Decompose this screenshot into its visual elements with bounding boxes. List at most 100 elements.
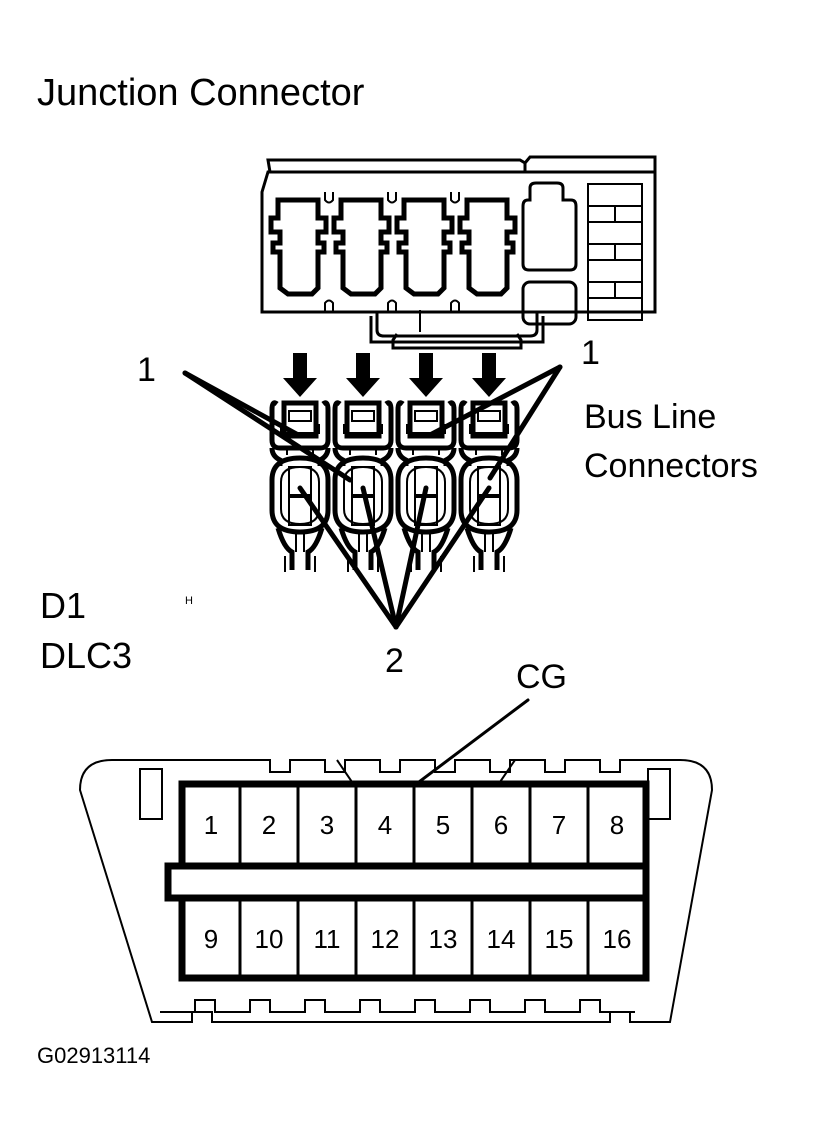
callout-1-right-leaders — [427, 364, 563, 481]
dlc3-pin-9: 9 — [204, 924, 218, 954]
connector-cavity-3 — [394, 197, 455, 297]
dlc3-connector-graphic: 1 2 3 4 5 6 7 8 9 10 11 12 13 14 — [78, 759, 714, 1023]
bus-clip-window-2 — [351, 410, 375, 422]
dlc3-pin-7: 7 — [552, 810, 566, 840]
connector-cavity-group — [268, 197, 518, 297]
dlc3-pin-10: 10 — [255, 924, 284, 954]
connector-latch-upper — [375, 312, 539, 338]
callout-1-left-label: 1 — [137, 351, 156, 389]
leader-1-right-b — [487, 364, 563, 481]
figure-id-label: G02913114 — [37, 1043, 150, 1068]
bus-tail-left-2 — [338, 527, 358, 570]
dlc3-pin-13: 13 — [429, 924, 458, 954]
cg-pin-label: CG — [516, 658, 567, 696]
junction-connector-graphic — [260, 155, 657, 350]
dlc3-bottom-castellations — [160, 999, 635, 1013]
bus-tail-lines-1 — [295, 534, 305, 552]
bus-clip-inner-3 — [407, 400, 445, 439]
callout-1-right-label: 1 — [581, 334, 600, 372]
connector-terminal-grid — [587, 183, 643, 321]
bus-body-window-upper-1 — [288, 466, 312, 496]
connector-cavity-1 — [268, 197, 329, 297]
bus-line-heading-line1: Bus Line — [584, 398, 716, 436]
bus-body-window-lower-4 — [477, 496, 501, 526]
bus-body-outer-2 — [332, 455, 394, 535]
dlc3-pin-2: 2 — [262, 810, 276, 840]
dlc3-bottom-pin-row: 9 10 11 12 13 14 15 16 — [178, 894, 650, 982]
bus-clip-bar-1 — [280, 424, 320, 434]
dlc3-pin-5: 5 — [436, 810, 450, 840]
bus-body-outer-3 — [395, 455, 457, 535]
dlc3-pin-14: 14 — [487, 924, 516, 954]
dlc3-top-pin-row: 1 2 3 4 5 6 7 8 — [178, 780, 650, 870]
leader-2-b — [360, 485, 399, 630]
leader-1-left-b — [182, 370, 353, 483]
connector-cavity-4 — [457, 197, 518, 297]
callout-1-left-leaders — [182, 370, 353, 483]
bus-tail-left-1 — [275, 527, 295, 570]
connector-notch-top-3 — [450, 192, 460, 204]
connector-latch-lower — [391, 333, 523, 350]
bus-line-heading-line2: Connectors — [584, 447, 758, 485]
bus-tail-right-1 — [305, 527, 325, 570]
bus-tail-tip-4 — [473, 556, 505, 572]
dlc3-middle-channel — [164, 862, 650, 902]
bus-tail-lines-3 — [421, 534, 431, 552]
bus-tail-right-4 — [494, 527, 514, 570]
bus-body-neck-4 — [475, 447, 503, 455]
dlc3-pin-4: 4 — [378, 810, 392, 840]
dlc3-pin-15: 15 — [545, 924, 574, 954]
leader-2-d — [393, 485, 492, 630]
bus-clip-window-3 — [414, 410, 438, 422]
connector-id-line-2: DLC3 — [40, 635, 132, 676]
dlc3-pin-11: 11 — [314, 924, 341, 954]
connector-notch-bottom-1 — [324, 299, 334, 312]
dlc3-pin-12: 12 — [371, 924, 400, 954]
bus-tail-lines-4 — [484, 534, 494, 552]
connector-cavity-2 — [331, 197, 392, 297]
dlc3-pin-6: 6 — [494, 810, 508, 840]
page-title: Junction Connector — [37, 72, 365, 114]
dlc3-top-row-dividers — [238, 784, 590, 866]
callout-2-label: 2 — [385, 642, 404, 680]
bus-clip-bar-4 — [469, 424, 509, 434]
bus-clip-bar-2 — [343, 424, 383, 434]
bus-clip-inner-2 — [344, 400, 382, 439]
connector-lower-pad — [521, 280, 578, 326]
dlc3-outer-shell — [78, 759, 714, 1023]
dlc3-bottom-row-dividers — [238, 898, 590, 978]
bus-body-outer-4 — [458, 455, 520, 535]
stray-artifact-char: H — [185, 595, 193, 607]
leader-1-right-a — [427, 364, 563, 438]
bus-body-window-upper-4 — [477, 466, 501, 496]
insertion-arrow-group — [283, 353, 506, 397]
bus-clip-window-4 — [477, 410, 501, 422]
connector-latch-frame — [369, 316, 545, 344]
connector-notch-bottom-2 — [387, 299, 397, 312]
insertion-arrow-3 — [409, 353, 443, 397]
callout-2-leaders — [297, 485, 492, 630]
insertion-arrow-1 — [283, 353, 317, 397]
bus-body-neck-3 — [412, 447, 440, 455]
connector-top-right-bevel — [523, 155, 657, 172]
bus-line-connector-3 — [395, 400, 457, 572]
dlc3-pin-3: 3 — [320, 810, 334, 840]
connector-notch-bottom-3 — [450, 299, 460, 312]
connector-id-line-1: D1 — [40, 585, 86, 626]
bus-clip-window-1 — [288, 410, 312, 422]
bus-tail-lines-2 — [358, 534, 368, 552]
dlc3-pin-16: 16 — [603, 924, 632, 954]
dlc3-pin-8: 8 — [610, 810, 624, 840]
grid-cell-wide-4 — [587, 297, 643, 321]
bus-body-window-lower-1 — [288, 496, 312, 526]
connector-body-outline — [260, 170, 657, 314]
insertion-arrow-2 — [346, 353, 380, 397]
bus-tail-left-4 — [464, 527, 484, 570]
bus-body-neck-2 — [349, 447, 377, 455]
leader-2-a — [297, 485, 399, 630]
dlc3-left-flank-slot — [139, 768, 163, 820]
bus-tail-right-3 — [431, 527, 451, 570]
connector-key-shape — [521, 181, 578, 272]
dlc3-pin-1: 1 — [204, 810, 218, 840]
